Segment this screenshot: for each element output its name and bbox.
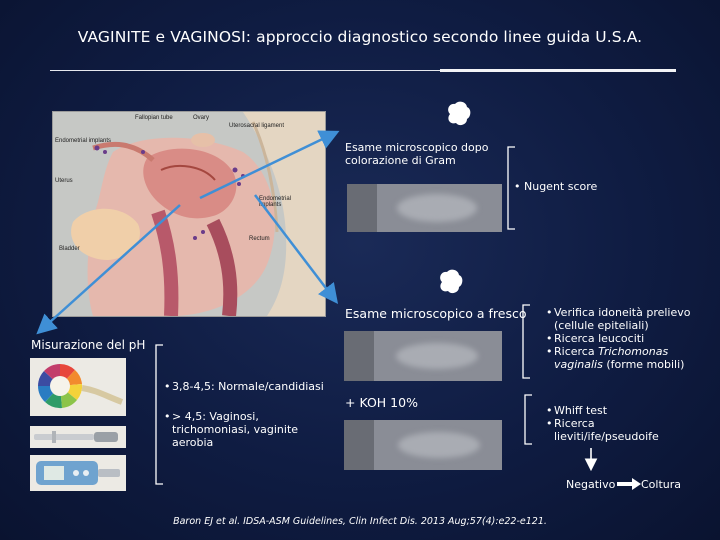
negativo-label: Negativo [566, 478, 616, 491]
ph-probe-image [30, 426, 126, 448]
label-uterus: Uterus [55, 178, 73, 184]
koh-microscopy-image [344, 420, 502, 470]
list-item: 3,8-4,5: Normale/candidiasi [164, 380, 334, 393]
citation: Baron EJ et al. IDSA-ASM Guidelines, Cli… [173, 516, 547, 527]
bracket-fresco [522, 304, 530, 379]
fresco-list: Verifica idoneità prelievo (cellule epit… [546, 306, 714, 371]
slide-title: VAGINITE e VAGINOSI: approccio diagnosti… [77, 28, 643, 46]
arrow-to-gram [199, 130, 340, 200]
label-rectum: Rectum [249, 236, 270, 242]
microscope-icon [440, 269, 463, 294]
bracket-koh [524, 394, 532, 445]
bracket-ph [155, 344, 163, 485]
ph-list-abnormal: > 4,5: Vaginosi, trichomoniasi, vaginite… [164, 410, 299, 449]
title-underline [50, 70, 440, 71]
list-item: > 4,5: Vaginosi, trichomoniasi, vaginite… [164, 410, 299, 449]
label-endometrial-implants-left: Endometrial implants [55, 138, 112, 144]
arrow-to-ph [36, 204, 181, 335]
gram-stain-image [347, 184, 502, 232]
list-item: Whiff test [546, 404, 696, 417]
list-item: Verifica idoneità prelievo (cellule epit… [546, 306, 714, 332]
label-uterosacral-ligament: Uterosacral ligament [229, 123, 285, 129]
pelvic-anatomy-drawing [53, 112, 325, 316]
koh-label: + KOH 10% [345, 395, 418, 410]
pelvic-anatomy-illustration: Fallopian tube Ovary Uterosacral ligamen… [52, 111, 326, 317]
ph-list-normal: 3,8-4,5: Normale/candidiasi [164, 380, 334, 393]
label-ovary: Ovary [193, 115, 210, 121]
ph-label: Misurazione del pH [31, 338, 146, 352]
title-underline-thick [440, 69, 676, 72]
fresh-microscopy-image [344, 331, 502, 381]
ph-meter-image [30, 455, 126, 491]
list-item: Ricerca Trichomonas vaginalis (forme mob… [546, 345, 714, 371]
ph-strip-image [30, 358, 126, 416]
bracket-gram [507, 146, 515, 230]
gram-label: Esame microscopico dopo colorazione di G… [345, 141, 489, 167]
fresco-label: Esame microscopico a fresco [345, 306, 527, 321]
microscope-icon [448, 101, 471, 126]
nugent-score: • Nugent score [514, 180, 598, 193]
list-item: Ricerca lieviti/ife/pseudoife [546, 417, 696, 443]
label-bladder: Bladder [59, 246, 80, 252]
coltura-label: Coltura [641, 478, 682, 491]
koh-list: Whiff test Ricerca lieviti/ife/pseudoife [546, 404, 696, 443]
list-item: Ricerca leucociti [546, 332, 714, 345]
label-endometrial-implants-right: Endometrial implants [259, 196, 292, 208]
label-fallopian-tube: Fallopian tube [135, 115, 173, 121]
arrow-to-fresco [254, 194, 339, 304]
